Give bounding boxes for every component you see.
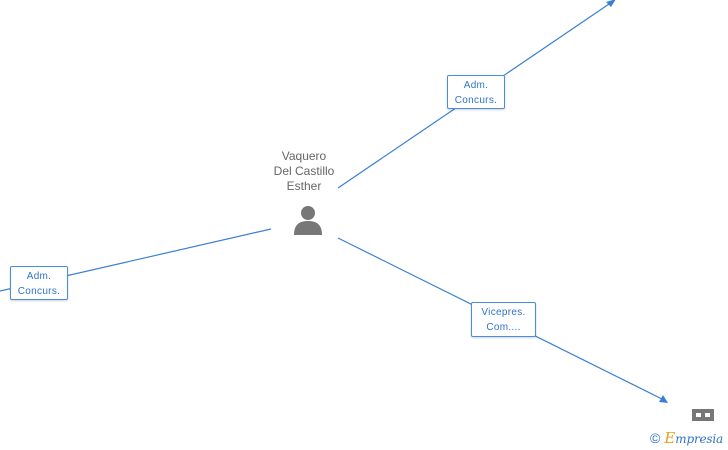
role-box-right[interactable]: Vicepres. Com.... (471, 302, 536, 337)
role-left-line-1: Adm. (26, 271, 52, 282)
arrowhead-top (606, 0, 616, 7)
person-name-line-1: Vaquero (281, 149, 327, 163)
person-icon[interactable] (292, 205, 324, 235)
building-icon[interactable] (692, 409, 714, 421)
role-top-line-1: Adm. (463, 80, 489, 91)
role-box-left[interactable]: Adm. Concurs. (10, 266, 68, 300)
arrowhead-bottom-right (659, 395, 668, 403)
brand-e-letter: E (664, 429, 676, 447)
person-name-line-2: Del Castillo (273, 164, 335, 178)
role-box-top[interactable]: Adm. Concurs. (447, 75, 505, 109)
brand-logo: ©Empresia (650, 429, 728, 449)
role-right-line-2: Com.... (486, 322, 521, 333)
person-name-line-3: Esther (286, 179, 322, 193)
role-right-line-1: Vicepres. (481, 307, 526, 318)
copyright-icon: © (650, 430, 661, 446)
role-left-line-2: Concurs. (17, 286, 61, 297)
person-name-label[interactable]: Vaquero Del Castillo Esther (244, 149, 364, 194)
brand-name-rest: mpresia (675, 432, 723, 446)
role-top-line-2: Concurs. (454, 95, 498, 106)
